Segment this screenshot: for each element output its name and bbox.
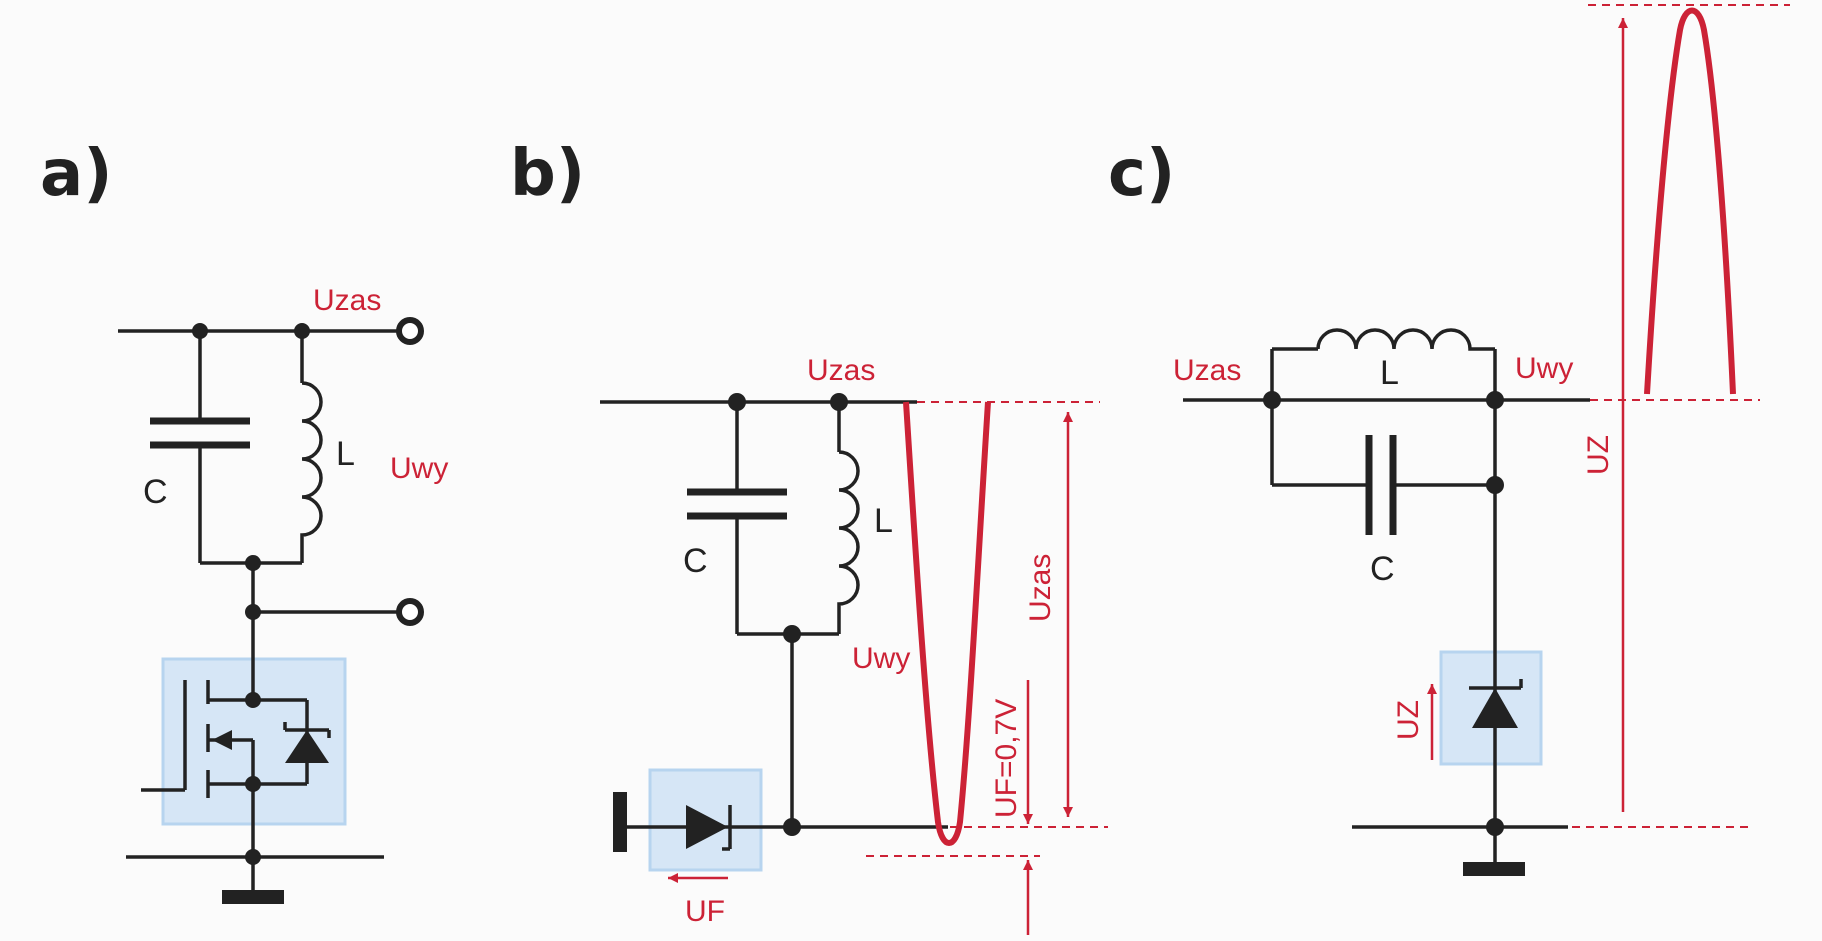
label-uzas: Uzas	[313, 284, 381, 317]
label-uf-eq: UF=0,7V	[990, 699, 1023, 818]
label-inductor: L	[874, 502, 893, 540]
terminal-top	[396, 317, 424, 345]
label-inductor: L	[1380, 354, 1399, 392]
voltage-waveform-c	[1644, 7, 1736, 395]
label-uwy: Uwy	[1515, 352, 1573, 385]
label-uf: UF	[685, 895, 725, 928]
panel-c: c)	[1108, 4, 1790, 876]
panel-b-title: b)	[510, 137, 585, 211]
ground-symbol	[1463, 862, 1525, 876]
terminal-output	[396, 598, 424, 626]
inductor-coil	[300, 381, 323, 563]
label-uwy: Uwy	[390, 452, 448, 485]
label-inductor: L	[336, 435, 355, 473]
mosfet-arrow	[212, 730, 232, 750]
label-uz-peak: UZ	[1582, 435, 1615, 475]
label-uwy: Uwy	[852, 642, 910, 675]
diode-highlight	[648, 768, 763, 872]
inductor-coil	[837, 450, 860, 634]
label-capacitor: C	[143, 473, 168, 511]
inductor-coil	[1316, 328, 1495, 351]
panel-a-title: a)	[40, 137, 112, 211]
voltage-waveform-b	[903, 401, 991, 846]
body-diode	[285, 730, 329, 763]
panel-a: a)	[40, 137, 448, 904]
label-capacitor: C	[683, 542, 708, 580]
label-capacitor: C	[1370, 550, 1395, 588]
diode-symbol	[686, 805, 728, 849]
label-uz-diode: UZ	[1392, 700, 1425, 740]
label-uzas-top: Uzas	[807, 354, 875, 387]
zener-highlight	[1439, 650, 1543, 766]
zener-diode	[1472, 688, 1518, 728]
label-uzas: Uzas	[1173, 354, 1241, 387]
ground-symbol	[222, 890, 284, 904]
label-uzas-side: Uzas	[1024, 554, 1057, 622]
panel-b: b)	[510, 137, 1108, 935]
panel-c-title: c)	[1108, 137, 1175, 211]
